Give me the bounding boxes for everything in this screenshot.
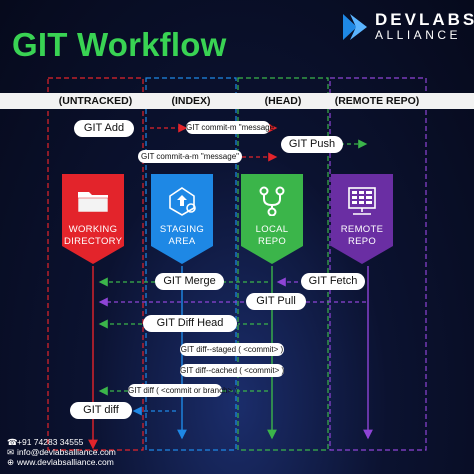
brand-name: DEVLABS	[375, 10, 474, 29]
column-frame-untracked	[47, 77, 144, 451]
cmd-git-add: GIT Add	[74, 120, 134, 137]
stage-remote-repo: REMOTE REPO	[331, 174, 393, 264]
contact-phone: ☎+91 74283 34555	[7, 437, 84, 447]
contact-website: ⊕www.devlabsalliance.com	[7, 457, 114, 467]
stage-label-staging-area: STAGING AREA	[159, 224, 205, 247]
column-header-band	[0, 93, 474, 109]
cmd-git-diff: GIT diff	[70, 402, 132, 419]
cmd-git-push: GIT Push	[281, 136, 343, 153]
brand-logo: DEVLABS ALLIANCE	[340, 10, 474, 44]
cmd-git-diff-staged: GIT diff--staged ( <commit> )	[180, 343, 284, 356]
globe-icon: ⊕	[7, 457, 15, 467]
cmd-git-merge: GIT Merge	[155, 273, 224, 290]
column-frame-index	[145, 77, 237, 451]
email-icon: ✉	[7, 447, 15, 457]
column-frame-head	[237, 77, 329, 451]
contact-email: ✉info@devlabsalliance.com	[7, 447, 116, 457]
stage-label-remote-repo: REMOTE REPO	[340, 224, 384, 247]
phone-icon: ☎	[7, 437, 18, 447]
cmd-git-commit-a-m: GIT commit-a-m "message"	[138, 150, 242, 163]
column-header-remote: (REMOTE REPO)	[334, 95, 420, 107]
cmd-git-fetch: GIT Fetch	[301, 273, 365, 290]
column-header-head: (HEAD)	[264, 95, 302, 107]
cmd-git-diff-commit-branch: GIT diff ( <commit or branch> )	[128, 384, 238, 397]
stage-staging-area: STAGING AREA	[151, 174, 213, 264]
page-title: GIT Workflow	[12, 26, 227, 63]
server-grid-icon	[348, 187, 376, 215]
stage-working-directory: WORKING DIRECTORY	[62, 174, 124, 264]
gear-upload-icon	[169, 187, 196, 216]
stage-label-local-repo: LOCAL REPO	[255, 224, 289, 247]
stage-local-repo: LOCAL REPO	[241, 174, 303, 264]
column-header-index: (INDEX)	[171, 95, 211, 107]
folder-icon	[77, 192, 109, 213]
column-frame-remote	[329, 77, 427, 451]
cmd-git-pull: GIT Pull	[246, 293, 306, 310]
git-branch-icon	[259, 186, 285, 216]
brand-subtitle: ALLIANCE	[375, 28, 462, 42]
column-header-untracked: (UNTRACKED)	[58, 95, 133, 107]
devlabs-logo-icon	[343, 14, 367, 40]
cmd-git-commit-m: GIT commit-m "message"	[186, 121, 277, 134]
cmd-git-diff-head: GIT Diff Head	[143, 315, 237, 332]
stage-label-working-directory: WORKING DIRECTORY	[64, 224, 123, 247]
cmd-git-diff-cached: GIT diff--cached ( <commit> )	[180, 364, 285, 377]
